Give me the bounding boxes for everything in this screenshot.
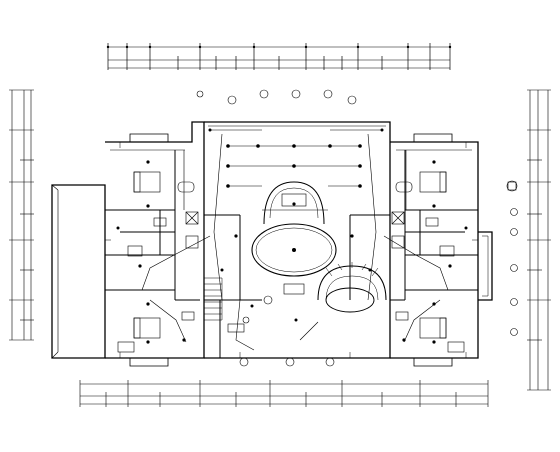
top-dimension-lines — [106, 43, 452, 70]
central-oval-hall — [251, 181, 337, 277]
sofa-icon — [117, 193, 465, 353]
grid-bubbles — [196, 89, 518, 367]
staircase-icon — [203, 262, 387, 321]
exterior-walls — [51, 121, 493, 367]
left-dimension-lines — [9, 89, 34, 341]
bathtub-icon — [153, 181, 439, 321]
wiring-runs — [141, 129, 449, 351]
right-dimension-lines — [527, 89, 551, 391]
wall-ticks — [105, 142, 478, 358]
furniture — [117, 171, 465, 353]
light-fixture-icon — [116, 128, 468, 344]
interior-walls — [105, 150, 478, 358]
bed-icon — [133, 171, 447, 339]
bottom-dimension-lines — [79, 380, 489, 407]
north-symbol-icon — [506, 180, 518, 192]
